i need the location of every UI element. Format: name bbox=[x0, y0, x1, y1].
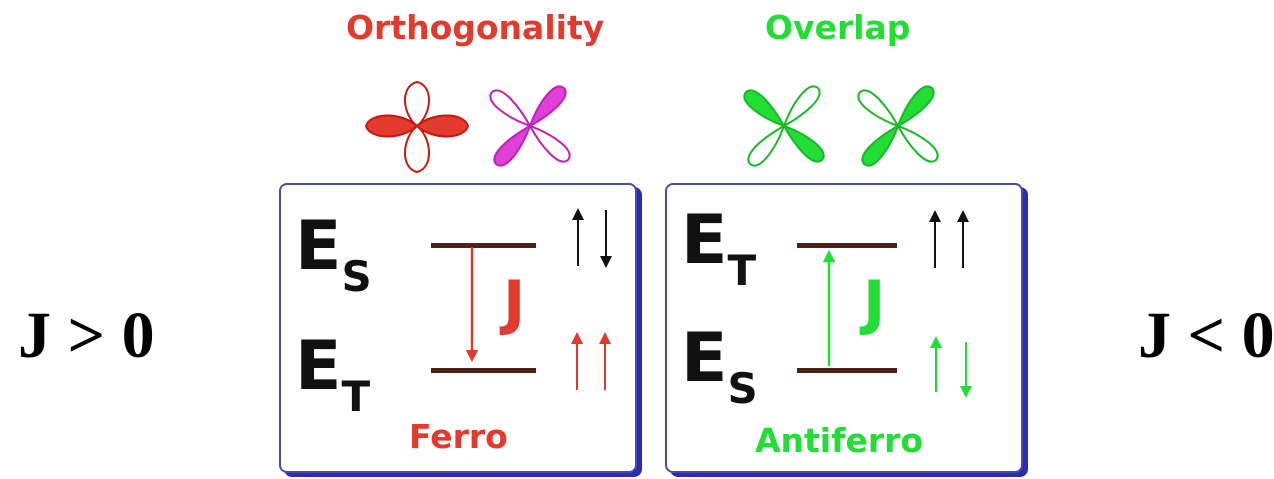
antiferro-panel: ET ES J Antiferro bbox=[665, 183, 1023, 473]
antiferro-caption: Antiferro bbox=[755, 421, 923, 460]
j-positive-label: J > 0 bbox=[18, 298, 155, 374]
antiferro-lower-e: E bbox=[681, 319, 727, 398]
ferro-panel: ES ET J Ferro bbox=[279, 183, 637, 473]
ferro-lower-sub: T bbox=[341, 372, 370, 421]
antiferro-upper-energy-label: ET bbox=[681, 207, 756, 275]
ferro-upper-sub: S bbox=[341, 252, 371, 301]
ferro-upper-level bbox=[431, 243, 536, 248]
ferro-lower-level bbox=[431, 368, 536, 373]
antiferro-lower-energy-label: ES bbox=[681, 325, 758, 393]
antiferro-upper-e: E bbox=[681, 201, 727, 280]
ferro-lower-e: E bbox=[295, 327, 341, 406]
orbital-green-icon-2 bbox=[852, 80, 944, 172]
ferro-caption: Ferro bbox=[409, 417, 508, 456]
antiferro-coupling-j: J bbox=[863, 273, 885, 333]
ferro-lower-energy-label: ET bbox=[295, 333, 370, 401]
orbital-red-icon bbox=[362, 76, 472, 176]
orbital-magenta-icon bbox=[484, 80, 576, 172]
antiferro-upper-sub: T bbox=[727, 246, 756, 295]
j-negative-label: J < 0 bbox=[1138, 298, 1274, 374]
antiferro-lower-level bbox=[797, 368, 897, 373]
heading-orthogonality: Orthogonality bbox=[346, 8, 604, 47]
antiferro-lower-sub: S bbox=[727, 364, 757, 413]
antiferro-upper-level bbox=[797, 243, 897, 248]
ferro-coupling-j: J bbox=[503, 273, 525, 333]
orbital-green-icon-1 bbox=[738, 80, 830, 172]
heading-overlap: Overlap bbox=[765, 8, 910, 47]
ferro-upper-e: E bbox=[295, 207, 341, 286]
ferro-upper-energy-label: ES bbox=[295, 213, 372, 281]
